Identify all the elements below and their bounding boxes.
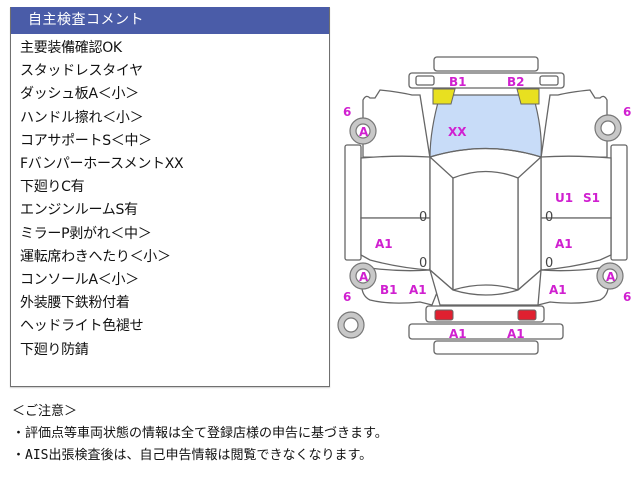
comment-item: エンジンルームS有 [20, 202, 138, 219]
front-fog-left [415, 75, 435, 86]
roof-center-right [517, 155, 542, 292]
label-left-rocker-a1: A1 [409, 283, 427, 297]
label-tread-rear-left: 6 [343, 290, 351, 304]
left-front-door [360, 155, 431, 219]
label-left-rocker-b1: B1 [380, 283, 398, 297]
self-inspection-comment-panel: 自主検査コメント 主要装備確認OK スタッドレスタイヤ ダッシュ板A＜小＞ ハン… [10, 7, 330, 387]
rear-bumper-bottom [433, 340, 539, 355]
door-handle-marker: 0 [545, 210, 553, 225]
comment-item: 運転席わきへたり＜小＞ [20, 248, 171, 265]
tire-front-left-hub [355, 123, 371, 139]
comment-panel-title: 自主検査コメント [11, 7, 329, 34]
label-tire-front-left: A [359, 125, 369, 139]
comment-item: ハンドル擦れ＜小＞ [20, 109, 144, 126]
comment-item: コンソールA＜小＞ [20, 272, 139, 289]
comment-item: 主要装備確認OK [20, 40, 122, 56]
comment-list: 主要装備確認OK スタッドレスタイヤ ダッシュ板A＜小＞ ハンドル擦れ＜小＞ コ… [11, 34, 329, 362]
right-rear-quarter [529, 267, 609, 306]
label-front-bumper-b2: B2 [507, 75, 525, 89]
label-tire-rear-right: A [606, 270, 616, 284]
taillight-left [434, 309, 454, 321]
front-bumper [408, 72, 565, 89]
label-tread-front-left: 6 [343, 105, 351, 119]
roof [452, 170, 519, 291]
taillight-right [517, 309, 537, 321]
label-tread-front-right: 6 [623, 105, 631, 119]
comment-item: ヘッドライト色褪せ [20, 318, 144, 335]
comment-item: ミラーP剥がれ＜中＞ [20, 225, 152, 242]
label-tread-rear-right: 6 [623, 290, 631, 304]
tire-rear-left-hub [355, 268, 371, 284]
vehicle-damage-diagram: 0 0 0 0 B1 B2 XX A A A 6 6 6 6 U1 S1 A1 … [337, 56, 631, 355]
label-front-bumper-b1: B1 [449, 75, 467, 89]
rear-window [428, 268, 542, 306]
notice-line: ・評価点等車両状態の情報は全て登録店様の申告に基づきます。 [12, 426, 388, 441]
front-fog-right [539, 75, 559, 86]
front-bumper-top [433, 56, 539, 72]
door-handle-marker: 0 [419, 210, 427, 225]
label-tire-rear-left: A [359, 270, 369, 284]
rear-trunk [425, 305, 545, 323]
comment-item: スタッドレスタイヤ [20, 63, 143, 80]
label-rear-bumper-right-a1: A1 [507, 327, 525, 341]
right-front-door [540, 155, 612, 219]
spare-tire-hub [343, 317, 359, 333]
comment-item: 下廻りC有 [20, 179, 85, 196]
label-left-door-a1: A1 [375, 237, 393, 251]
label-right-rocker-a1: A1 [549, 283, 567, 297]
roof-center [429, 155, 454, 292]
tire-front-right-hub [600, 120, 616, 136]
rear-bumper [408, 323, 564, 340]
headlight-left [432, 88, 456, 105]
notice-heading: ＜ご注意＞ [12, 404, 78, 419]
comment-item: 外装腰下鉄粉付着 [20, 295, 130, 312]
notice-section: ＜ご注意＞ ・評価点等車両状態の情報は全て登録店様の申告に基づきます。 ・AIS… [12, 401, 388, 467]
label-rear-bumper-left-a1: A1 [449, 327, 467, 341]
right-side-panel [610, 144, 628, 261]
comment-item: 下廻り防錆 [20, 341, 89, 358]
comment-item: コアサポートS＜中＞ [20, 132, 152, 149]
tire-rear-right-hub [602, 268, 618, 284]
comment-item: FバンパーホースメントXX [20, 156, 184, 173]
left-side-panel [344, 144, 362, 261]
hood-divider [429, 147, 542, 158]
label-right-door-s1: S1 [583, 191, 600, 205]
door-handle-marker: 0 [545, 256, 553, 271]
label-right-door-u1: U1 [555, 191, 573, 205]
door-handle-marker: 0 [419, 256, 427, 271]
notice-line: ・AIS出張検査後は、自己申告情報は閲覧できなくなります。 [12, 448, 373, 463]
label-right-quarter-a1: A1 [555, 237, 573, 251]
left-rear-quarter [361, 267, 441, 306]
left-front-fender [362, 89, 431, 159]
headlight-right [516, 88, 540, 105]
comment-item: ダッシュ板A＜小＞ [20, 86, 139, 103]
right-front-fender [540, 89, 608, 159]
label-windshield-xx: XX [448, 125, 467, 139]
